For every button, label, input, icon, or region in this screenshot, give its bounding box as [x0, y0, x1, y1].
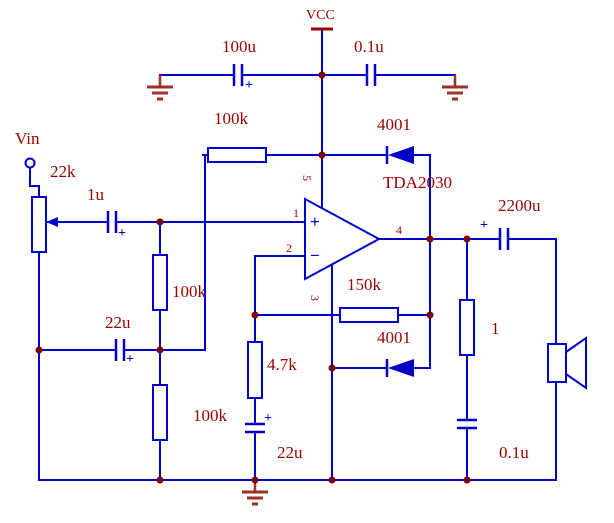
capacitor-0.1u-top — [365, 64, 377, 86]
label-22u-left: 22u — [105, 313, 131, 332]
ground-symbol-top-right — [442, 75, 468, 101]
capacitor-100u — [232, 64, 244, 86]
ground-symbol-bottom — [242, 480, 268, 506]
polarity-plus-1u: + — [118, 226, 126, 241]
polarity-plus-2200u: + — [480, 218, 488, 233]
ground-symbol-top-left — [147, 75, 173, 101]
capacitor-1u-input — [106, 211, 118, 233]
capacitor-0.1u-zobel — [457, 418, 477, 430]
capacitor-22u-bypass — [114, 339, 126, 361]
potentiometer-22k — [31, 196, 58, 253]
label-100k-bottom: 100k — [193, 406, 227, 425]
resistor-bias-bottom — [152, 384, 168, 441]
label-150k: 150k — [347, 275, 381, 294]
capacitor-22u-gain — [245, 422, 265, 434]
pin-label-2: 2 — [286, 241, 292, 255]
resistor-feedback-150k — [339, 307, 399, 323]
label-100k-top: 100k — [214, 109, 248, 128]
vin-label: Vin — [15, 129, 40, 148]
resistor-gain-4k7 — [247, 341, 263, 399]
label-1ohm: 1 — [491, 319, 500, 338]
label-0.1u-bottom: 0.1u — [499, 443, 529, 462]
polarity-plus-22u-left: + — [126, 352, 134, 367]
speaker-icon — [547, 336, 587, 390]
polarity-plus-22u-bottom: + — [264, 411, 272, 426]
wires — [29, 29, 557, 481]
polarity-plus-100u: + — [245, 78, 253, 93]
opamp-triangle — [304, 197, 382, 281]
label-100k-mid: 100k — [172, 282, 206, 301]
opamp-minus-sign: − — [310, 246, 320, 265]
label-22u-bottom: 22u — [277, 443, 303, 462]
label-4001-bottom: 4001 — [377, 328, 411, 347]
pin-label-1: 1 — [293, 206, 299, 220]
label-0.1u-top: 0.1u — [354, 37, 384, 56]
capacitor-2200u-output — [498, 228, 510, 250]
pin-label-4: 4 — [396, 223, 402, 237]
label-100u: 100u — [222, 37, 256, 56]
label-2200u: 2200u — [498, 196, 541, 215]
resistor-zobel-1ohm — [459, 299, 475, 356]
diode-4001-bottom — [385, 359, 414, 377]
pin-label-3: 3 — [308, 295, 322, 301]
pin-label-5: 5 — [300, 175, 314, 181]
label-4001-top: 4001 — [377, 115, 411, 134]
label-1u: 1u — [87, 185, 104, 204]
label-22k: 22k — [50, 162, 76, 181]
vin-terminal — [24, 157, 36, 169]
diode-4001-top — [385, 146, 414, 164]
junction-dots — [35, 71, 471, 484]
resistor-bias-mid — [152, 254, 168, 311]
label-4.7k: 4.7k — [267, 355, 297, 374]
resistor-bias-top — [207, 147, 267, 163]
ic-name-label: TDA2030 — [383, 173, 452, 192]
opamp-plus-sign: + — [310, 212, 320, 231]
vcc-label: VCC — [306, 8, 335, 23]
